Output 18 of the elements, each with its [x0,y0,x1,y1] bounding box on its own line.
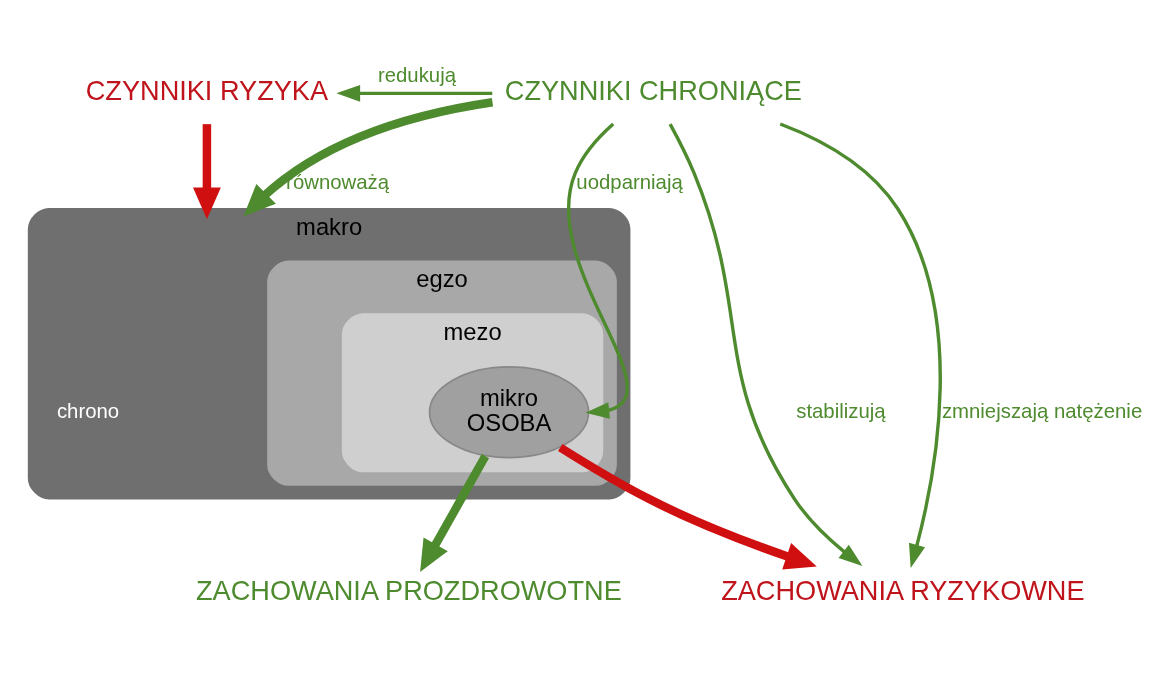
arrow [193,123,221,219]
node-text: CZYNNIKI RYZYKA [85,74,329,106]
edge-label: uodparniają [576,170,683,193]
node-text: ZACHOWANIA RYZYKOWNE [721,574,1085,606]
edge-label: stabilizują [796,399,886,422]
edge-label: zmniejszają natężenie [941,399,1143,422]
arrow [243,97,494,216]
label: chrono [56,399,120,422]
edge-label: redukują [377,63,457,86]
arrow [567,122,629,419]
arrow [668,122,863,566]
node-text: ZACHOWANIA PROZDROWOTNE [196,574,622,606]
arrow [336,84,493,102]
arrow [779,121,942,568]
arrow [558,443,817,569]
node-ellipse: mikro OSOBA [428,365,590,458]
edge-label: równoważą [286,170,390,193]
node-text: CZYNNIKI CHRONIĄCE [504,74,802,106]
